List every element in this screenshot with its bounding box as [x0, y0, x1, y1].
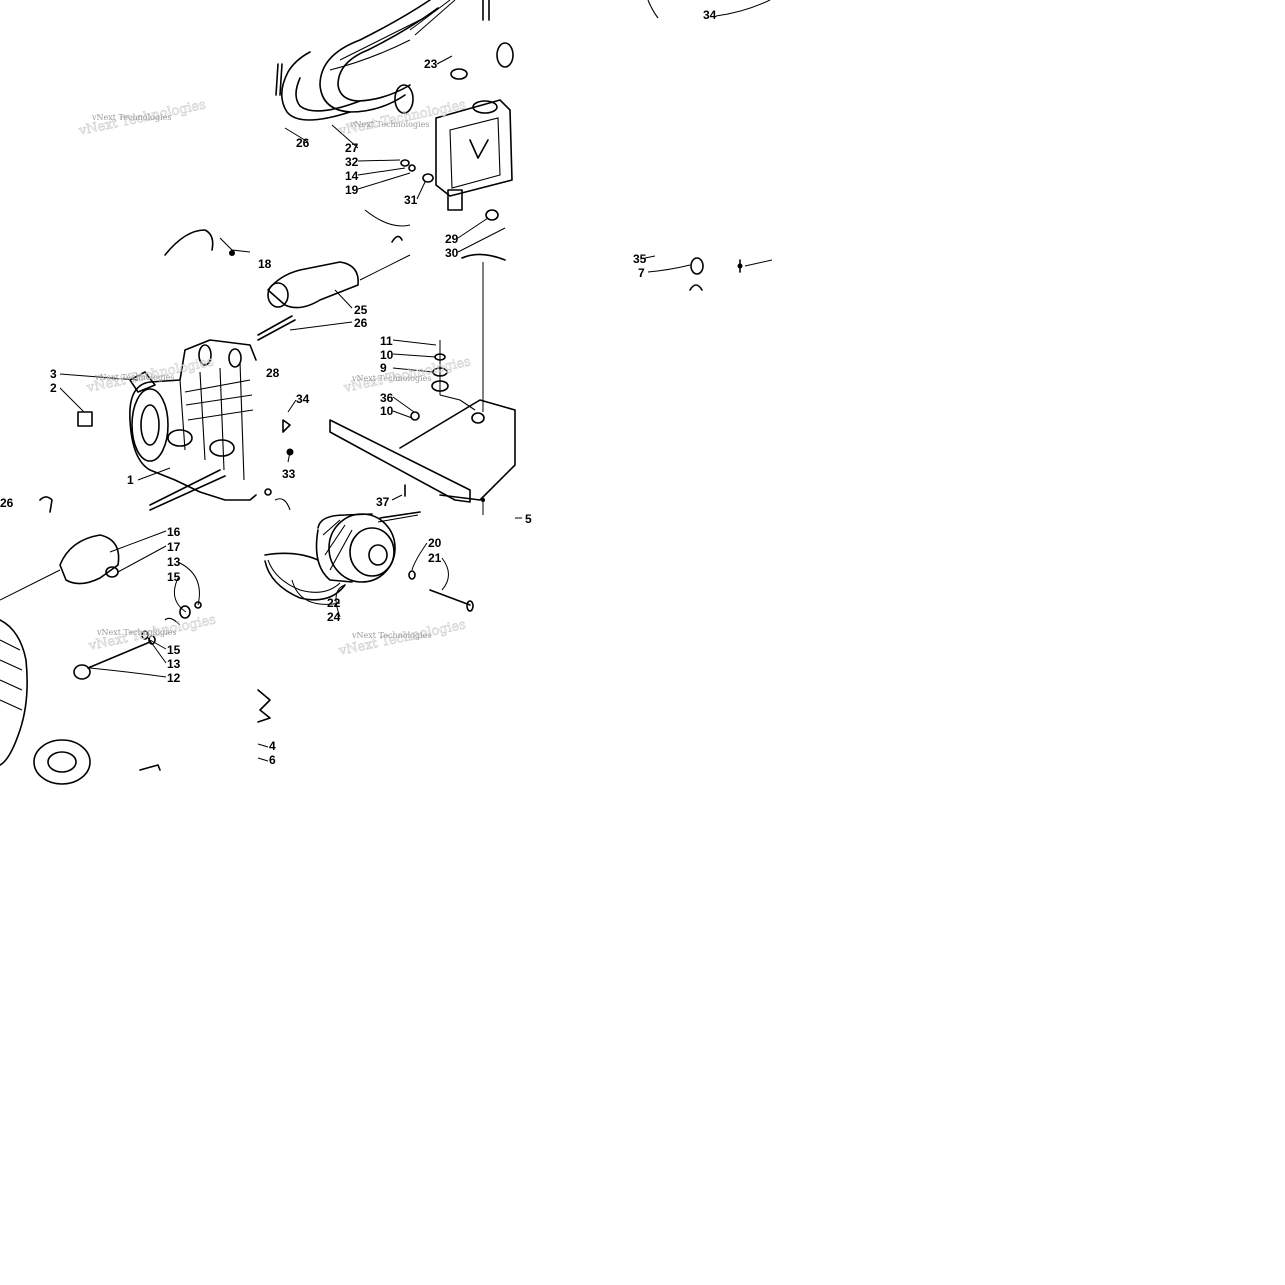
callout-33: 33	[282, 467, 296, 481]
callout-14: 14	[345, 169, 359, 183]
callout-24: 24	[327, 610, 341, 624]
callout-5: 5	[525, 512, 532, 526]
callout-25: 25	[354, 303, 368, 317]
callout-21: 21	[428, 551, 442, 565]
callout-37: 37	[376, 495, 390, 509]
callouts-tile3: 3 2 1 26 16 17 13 15 15 13 12	[0, 367, 200, 685]
callout-2: 2	[50, 381, 57, 395]
callout-20: 20	[428, 536, 442, 550]
callout-28: 28	[266, 366, 280, 380]
callout-13: 13	[167, 555, 181, 569]
watermark-text: vNext Technologies	[96, 628, 176, 637]
callout-26: 26	[296, 136, 310, 150]
callout-17: 17	[167, 540, 181, 554]
exhaust-pipe-drawing	[275, 0, 490, 121]
callout-34-top: 34	[703, 8, 717, 22]
callout-12: 12	[167, 671, 181, 685]
callout-15: 15	[167, 570, 181, 584]
watermark-text: vNext Technologies	[351, 631, 431, 640]
callout-10: 10	[380, 348, 394, 362]
engine-block-drawing	[39, 229, 257, 513]
callout-19: 19	[345, 183, 359, 197]
callout-30: 30	[445, 246, 459, 260]
callout-18: 18	[258, 257, 272, 271]
callout-36: 36	[380, 391, 394, 405]
callout-13-lower: 13	[167, 657, 181, 671]
callout-9: 9	[380, 361, 387, 375]
upper-right-fragment: 34 35 7	[633, 0, 773, 291]
callout-4: 4	[269, 739, 276, 753]
callout-3: 3	[50, 367, 57, 381]
callout-32: 32	[345, 155, 359, 169]
watermark-text: vNext Technologies	[94, 373, 174, 382]
muffler-drawing	[364, 42, 514, 261]
callout-11: 11	[380, 334, 393, 348]
callout-1: 1	[127, 473, 134, 487]
callout-10-lower: 10	[380, 404, 394, 418]
drive-clutch-drawing	[257, 511, 474, 762]
watermark-text: vNext Technologies	[91, 113, 171, 122]
watermark-text: vNext Technologies	[351, 374, 431, 383]
callout-6: 6	[269, 753, 276, 767]
callout-29: 29	[445, 232, 459, 246]
engine-front-drawing	[0, 534, 202, 785]
callout-31: 31	[404, 193, 418, 207]
callouts-tile1: 23 26 27 32 14 19 31 29 30	[284, 55, 506, 260]
callout-35: 35	[633, 252, 647, 266]
callout-23: 23	[424, 57, 438, 71]
callouts-tile4: 20 21 22 24 4 6	[269, 536, 449, 767]
mount-plate-drawing	[257, 254, 516, 515]
callout-22: 22	[327, 596, 341, 610]
callout-26: 26	[354, 316, 368, 330]
callout-7: 7	[638, 266, 645, 280]
callout-34: 34	[296, 392, 310, 406]
callout-16: 16	[167, 525, 181, 539]
watermark-text: vNext Technologies	[349, 120, 429, 129]
watermark-outline: vNext Technologies	[337, 97, 467, 139]
callouts-tile2: 18 25 26 11 10 9 36 10 28 34 33 37 5	[258, 257, 532, 526]
callout-26-left: 26	[0, 496, 14, 510]
callout-27: 27	[345, 141, 359, 155]
callout-15-lower: 15	[167, 643, 181, 657]
